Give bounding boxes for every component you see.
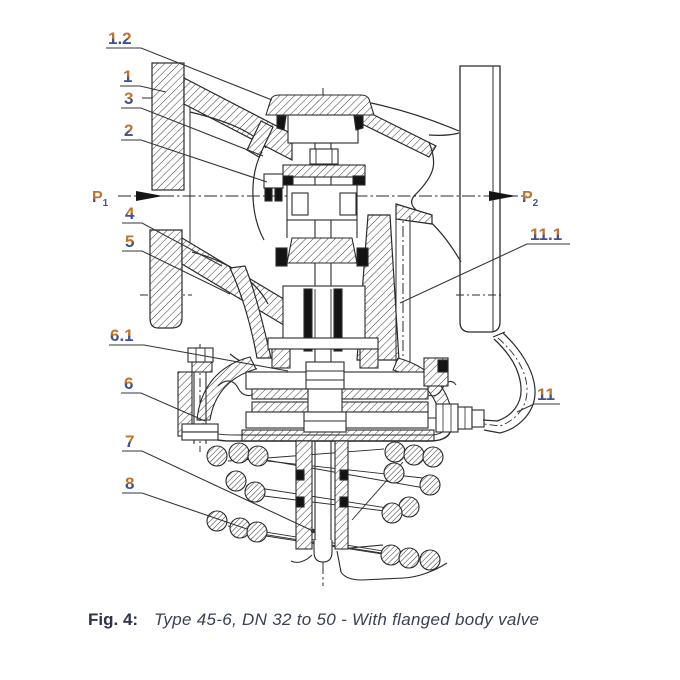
diaphragm-chamber xyxy=(196,356,457,442)
callout-3: 3 xyxy=(124,89,133,108)
spring-guide-tube xyxy=(295,440,313,550)
callout-5: 5 xyxy=(125,232,134,251)
callout-labels: 1.2 1 3 2 4 5 6.1 6 7 8 11.1 11 P1 P2 xyxy=(92,29,562,493)
callout-11-1: 11.1 xyxy=(530,225,562,244)
plug-stem-tip xyxy=(313,540,333,563)
figure-caption: Fig. 4: Type 45-6, DN 32 to 50 - With fl… xyxy=(88,610,539,629)
callout-7: 7 xyxy=(125,432,134,451)
chamber-bolt-left xyxy=(177,347,219,444)
callout-6: 6 xyxy=(124,374,133,393)
callout-1-2: 1.2 xyxy=(108,29,132,48)
bonnet-and-plug xyxy=(263,94,379,544)
set-point-springs xyxy=(206,440,448,581)
callout-8: 8 xyxy=(125,474,134,493)
callout-leader-lines xyxy=(106,47,570,534)
figure-caption-label: Fig. 4: xyxy=(88,610,138,629)
p1-flow-arrow xyxy=(136,191,163,201)
p1-pressure-label: P1 xyxy=(92,189,109,209)
callout-11: 11 xyxy=(537,385,555,404)
figure-caption-text: Type 45-6, DN 32 to 50 - With flanged bo… xyxy=(154,610,539,629)
callout-4: 4 xyxy=(125,204,135,223)
control-line-tube xyxy=(482,331,536,434)
callout-2: 2 xyxy=(124,121,133,140)
p2-pressure-label: P2 xyxy=(522,189,539,209)
flow-arrows xyxy=(136,191,516,201)
p2-flow-arrow xyxy=(489,191,516,201)
callout-1: 1 xyxy=(123,67,132,86)
control-line-fitting xyxy=(423,357,485,433)
callout-6-1: 6.1 xyxy=(110,326,134,345)
